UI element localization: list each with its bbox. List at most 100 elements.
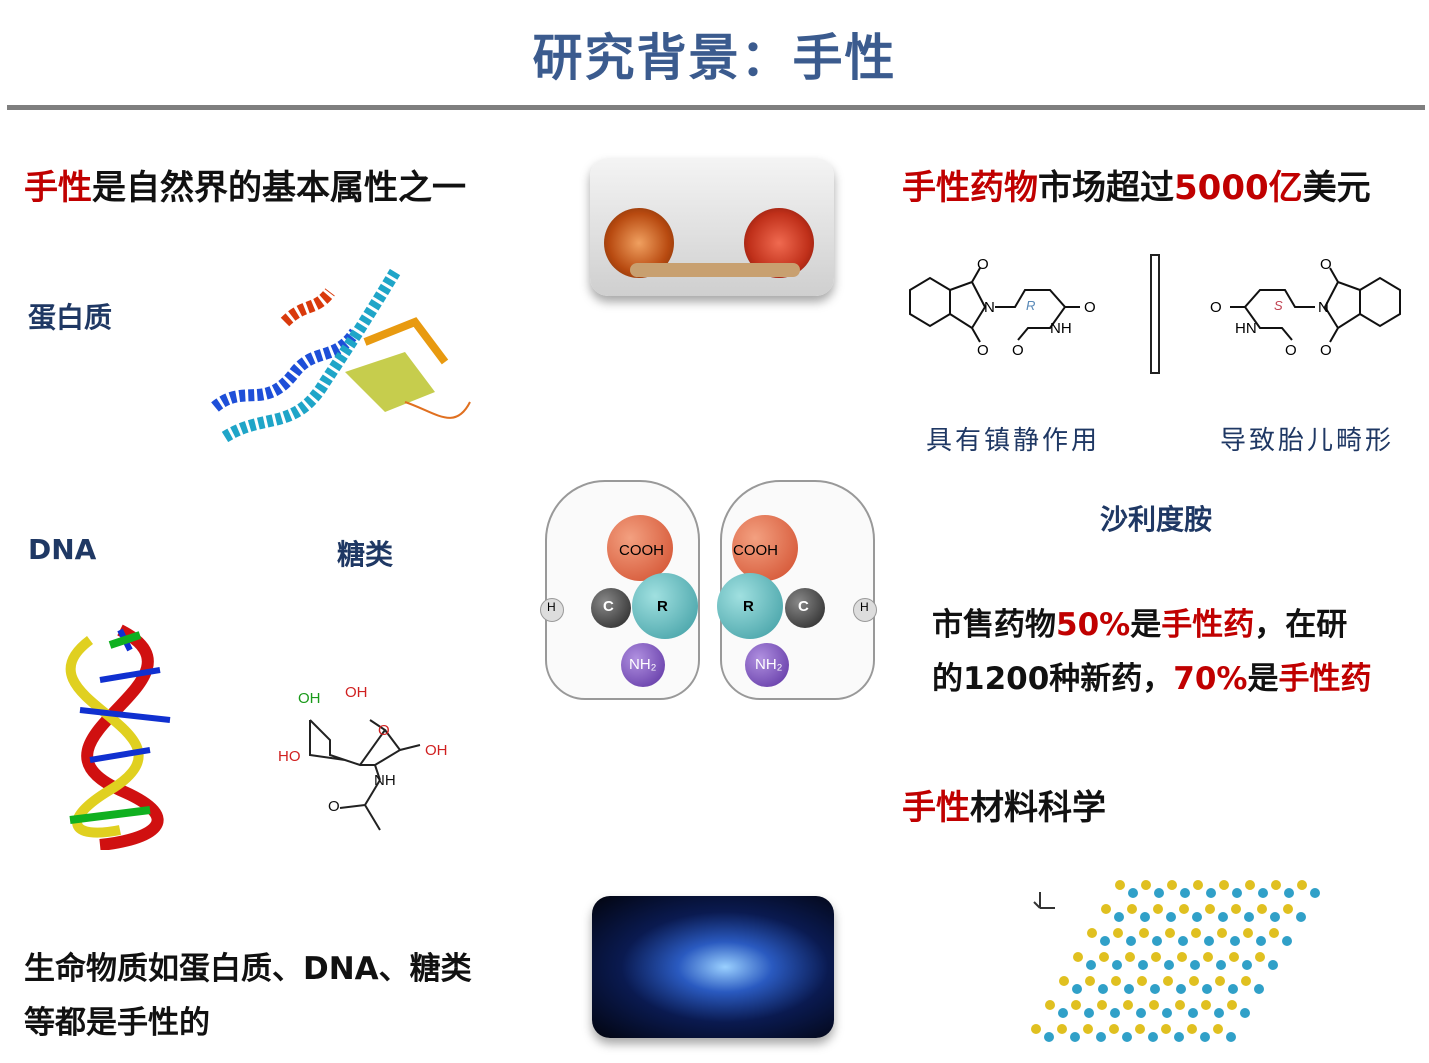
atom-label: N [984, 299, 995, 316]
stat-percent: 50% [1056, 607, 1131, 643]
lattice-atom [1218, 912, 1228, 922]
lattice-atom [1215, 976, 1225, 986]
lattice-atom [1245, 880, 1255, 890]
lattice-atom [1045, 1000, 1055, 1010]
honeycomb-lattice-image [1031, 880, 1320, 1042]
lattice-atom [1162, 1008, 1172, 1018]
lattice-atom [1058, 1008, 1068, 1018]
lattice-atom [1270, 912, 1280, 922]
lattice-atom [1310, 888, 1320, 898]
right-heading: 手性药物市场超过5000亿美元 [902, 160, 1371, 209]
lattice-atom [1180, 888, 1190, 898]
lattice-atom [1219, 880, 1229, 890]
lattice-atom [1204, 936, 1214, 946]
chiral-drug-stats: 市售药物50%是手性药，在研 的1200种新药，70%是手性药 [932, 598, 1371, 706]
lattice-atom [1110, 1008, 1120, 1018]
lattice-atom [1097, 1000, 1107, 1010]
lattice-atom [1192, 912, 1202, 922]
heading-highlight: 手性药物 [902, 168, 1038, 208]
heading-highlight: 5000亿 [1174, 168, 1303, 208]
lattice-atom [1073, 952, 1083, 962]
atom-label: O [1320, 342, 1332, 359]
left-heading: 手性是自然界的基本属性之一 [24, 160, 466, 209]
lattice-atom [1175, 1000, 1185, 1010]
chiral-hands-image: COOH COOH R R C C H H NH₂ NH₂ [535, 470, 885, 705]
protein-label: 蛋白质 [28, 301, 113, 334]
lattice-atom [1126, 936, 1136, 946]
heading-text: 是自然界的基本属性之一 [92, 168, 466, 208]
cooh-label: COOH [733, 542, 778, 559]
spiral-galaxy-image [592, 896, 834, 1038]
atom-label: NH [374, 772, 396, 789]
atom-label: HO [278, 748, 301, 765]
thalidomide-enantiomers: O N O NH O O O HN O N O O R S [900, 250, 1420, 380]
lattice-atom [1084, 1008, 1094, 1018]
lattice-atom [1214, 1008, 1224, 1018]
r-group-label: R [743, 598, 754, 615]
lattice-atom [1165, 928, 1175, 938]
lattice-atom [1187, 1024, 1197, 1034]
lattice-atom [1241, 976, 1251, 986]
atom-label: O [977, 342, 989, 359]
lattice-atom [1125, 952, 1135, 962]
carbon-label: C [798, 598, 809, 615]
stat-text: ，在研 [1254, 607, 1348, 643]
stat-line-1: 市售药物50%是手性药，在研 [932, 598, 1371, 652]
lattice-atom [1217, 928, 1227, 938]
lattice-atom [1083, 1024, 1093, 1034]
lattice-atom [1282, 936, 1292, 946]
lattice-atom [1139, 928, 1149, 938]
lattice-atom [1085, 976, 1095, 986]
hydrogen-label: H [860, 600, 869, 614]
atom-label: O [1210, 299, 1222, 316]
lattice-atom [1228, 984, 1238, 994]
lattice-atom [1096, 1032, 1106, 1042]
lattice-atom [1193, 880, 1203, 890]
stat-text: 市售药物 [932, 607, 1056, 643]
sugar-label: 糖类 [337, 538, 394, 571]
lattice-atom [1070, 1032, 1080, 1042]
stat-text: 的1200种新药， [932, 661, 1174, 697]
lattice-atom [1059, 976, 1069, 986]
lattice-atom [1174, 1032, 1184, 1042]
lattice-atom [1230, 936, 1240, 946]
heading-highlight: 手性 [902, 788, 970, 828]
atom-label: OH [345, 684, 368, 701]
lattice-atom [1297, 880, 1307, 890]
lattice-atom [1206, 888, 1216, 898]
lattice-atom [1188, 1008, 1198, 1018]
lattice-atom [1138, 960, 1148, 970]
heading-text: 材料科学 [970, 788, 1106, 828]
lattice-atom [1123, 1000, 1133, 1010]
lattice-atom [1031, 1024, 1041, 1034]
carbon-label: C [603, 598, 614, 615]
lattice-atom [1179, 904, 1189, 914]
stat-line-2: 的1200种新药，70%是手性药 [932, 652, 1371, 706]
lattice-atom [1257, 904, 1267, 914]
lattice-atom [1154, 888, 1164, 898]
lattice-atom [1203, 952, 1213, 962]
lattice-atom [1114, 912, 1124, 922]
r-isomer-caption: 具有镇静作用 [926, 426, 1101, 456]
lattice-atom [1140, 912, 1150, 922]
lattice-atom [1232, 888, 1242, 898]
r-configuration-label: R [1026, 298, 1036, 313]
lattice-atom [1127, 904, 1137, 914]
lattice-atom [1150, 984, 1160, 994]
lattice-atom [1115, 880, 1125, 890]
atom-label: HN [1235, 320, 1257, 337]
s-isomer-caption: 导致胎儿畸形 [1220, 426, 1395, 456]
stat-highlight: 手性药 [1278, 661, 1372, 697]
lattice-atom [1122, 1032, 1132, 1042]
lattice-atom [1243, 928, 1253, 938]
lattice-atom [1216, 960, 1226, 970]
lattice-atom [1100, 936, 1110, 946]
lattice-atom [1242, 960, 1252, 970]
heading-text: 市场超过 [1038, 168, 1174, 208]
lattice-atom [1149, 1000, 1159, 1010]
lattice-atom [1227, 1000, 1237, 1010]
amine-label: NH₂ [755, 656, 783, 673]
protein-structure-image [211, 268, 471, 442]
lattice-atom [1254, 984, 1264, 994]
lattice-atom [1137, 976, 1147, 986]
